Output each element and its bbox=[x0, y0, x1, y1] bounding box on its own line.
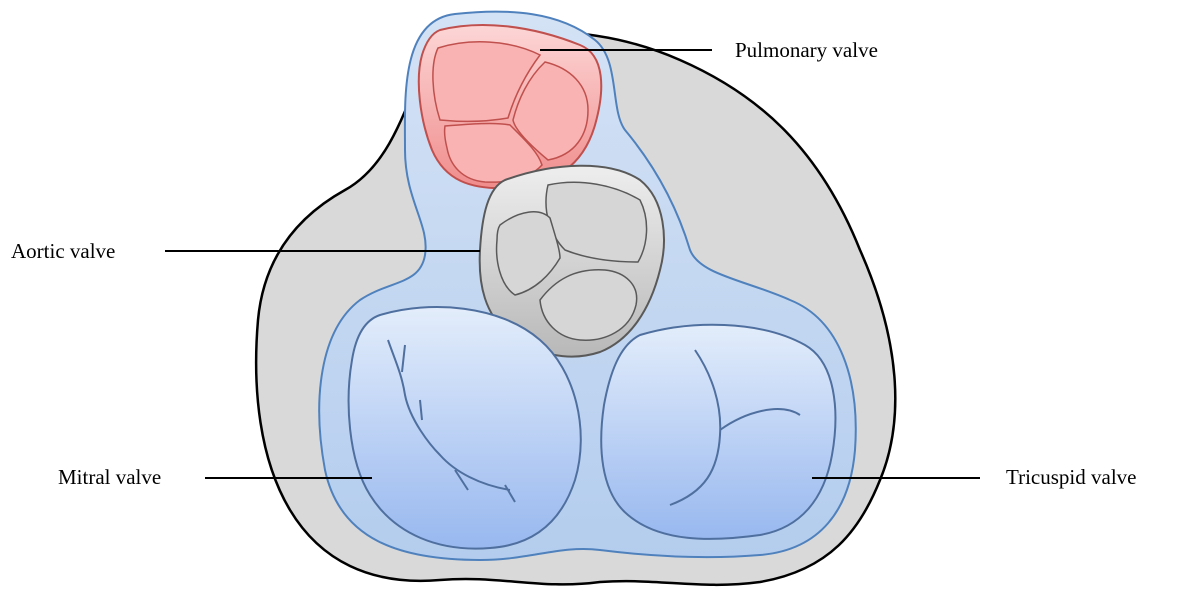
pulmonary-valve-label: Pulmonary valve bbox=[735, 38, 878, 62]
tricuspid-valve-body bbox=[601, 325, 835, 539]
mitral-valve-label: Mitral valve bbox=[58, 465, 161, 489]
aortic-valve-label: Aortic valve bbox=[11, 239, 115, 263]
tricuspid-valve-label: Tricuspid valve bbox=[1006, 465, 1136, 489]
tricuspid-valve bbox=[601, 325, 835, 539]
